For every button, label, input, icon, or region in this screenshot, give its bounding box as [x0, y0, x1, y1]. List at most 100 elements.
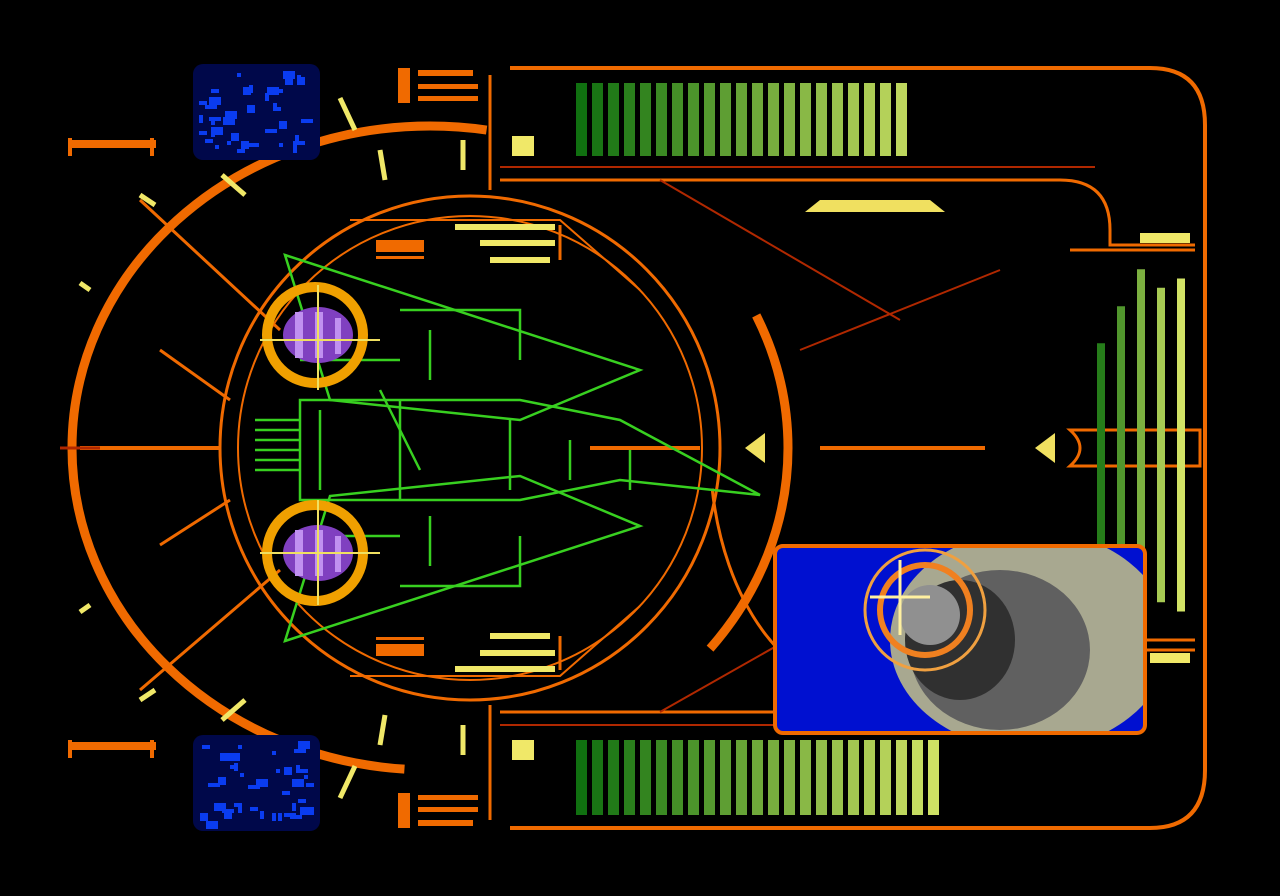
readout-glyph — [209, 117, 221, 121]
gauge-segment — [864, 83, 875, 156]
readout-glyph — [298, 799, 306, 803]
readout-glyph — [211, 117, 215, 125]
camera-viewport — [773, 544, 1147, 735]
gauge-segment — [864, 740, 875, 815]
gauge-segment — [896, 83, 907, 156]
thruster-glow-icon — [260, 282, 380, 606]
readout-glyph — [300, 807, 308, 815]
readout-glyph — [247, 143, 259, 147]
gauge-segment — [592, 740, 603, 815]
gauge-segment — [688, 83, 699, 156]
readout-glyph — [205, 139, 213, 143]
right-bottom-tick — [1150, 653, 1190, 663]
data-readout-panel-bottom — [193, 735, 320, 831]
gauge-segment — [768, 83, 779, 156]
yellow-ticks — [78, 96, 555, 800]
readout-glyph — [223, 117, 235, 125]
gauge-segment — [608, 740, 619, 815]
readout-glyph — [293, 141, 305, 145]
readout-glyph — [199, 131, 207, 135]
gauge-segment — [800, 740, 811, 815]
gauge-segment — [848, 83, 859, 156]
readout-glyph — [208, 783, 220, 787]
readout-glyph — [231, 133, 239, 141]
gauge-segment — [848, 740, 859, 815]
gauge-segment — [880, 83, 891, 156]
readout-glyph — [306, 807, 314, 815]
readout-glyph — [265, 93, 269, 101]
gauge-segment — [768, 740, 779, 815]
readout-glyph — [278, 813, 282, 821]
gauge-segment — [800, 83, 811, 156]
right-top-tick — [1140, 233, 1190, 243]
readout-glyph — [292, 803, 296, 811]
readout-glyph — [202, 745, 210, 749]
gauge-segment — [592, 83, 603, 156]
readout-glyph — [290, 815, 302, 819]
readout-glyph — [200, 813, 208, 821]
level-bar — [1177, 278, 1185, 612]
readout-glyph — [282, 791, 290, 795]
readout-glyph — [199, 115, 203, 123]
readout-glyph — [284, 767, 292, 775]
gauge-segment — [928, 740, 939, 815]
readout-glyph — [283, 71, 295, 79]
readout-glyph — [211, 127, 223, 135]
gauge-segment — [816, 740, 827, 815]
readout-glyph — [265, 129, 277, 133]
readout-glyph — [211, 89, 219, 93]
readout-glyph — [224, 811, 232, 819]
gauge-segment — [608, 83, 619, 156]
gauge-segment — [832, 740, 843, 815]
readout-glyph — [205, 105, 217, 109]
top-center-marker — [805, 200, 945, 212]
readout-glyph — [248, 785, 260, 789]
readout-glyph — [214, 803, 226, 811]
readout-glyph — [227, 141, 231, 145]
readout-glyph — [234, 763, 238, 771]
readout-glyph — [296, 769, 308, 773]
readout-glyph — [240, 773, 244, 777]
readout-glyph — [298, 741, 310, 749]
data-readout-panel-top — [193, 64, 320, 160]
gauge-segment — [720, 740, 731, 815]
readout-glyph — [294, 749, 306, 753]
readout-glyph — [218, 777, 226, 785]
bottom-energy-gauge — [576, 740, 939, 815]
gauge-segment — [704, 83, 715, 156]
readout-glyph — [209, 97, 221, 105]
gauge-segment — [816, 83, 827, 156]
readout-glyph — [271, 89, 283, 93]
gauge-segment — [784, 83, 795, 156]
readout-glyph — [199, 101, 207, 105]
readout-glyph — [279, 143, 283, 147]
indicator-square-bottom — [512, 740, 534, 760]
readout-glyph — [211, 133, 215, 137]
readout-glyph — [234, 803, 242, 807]
level-bar — [1157, 287, 1165, 603]
readout-glyph — [279, 121, 287, 129]
readout-glyph — [272, 751, 276, 755]
gauge-segment — [880, 740, 891, 815]
readout-glyph — [306, 783, 314, 787]
arrow-left-marker-icon — [745, 433, 765, 463]
gauge-segment — [784, 740, 795, 815]
gauge-segment — [752, 740, 763, 815]
readout-glyph — [237, 73, 241, 77]
readout-glyph — [276, 769, 280, 773]
gauge-segment — [704, 740, 715, 815]
arrow-left-marker-icon-2 — [1035, 433, 1055, 463]
readout-glyph — [243, 87, 251, 95]
gauge-segment — [688, 740, 699, 815]
readout-glyph — [232, 753, 240, 761]
readout-glyph — [220, 753, 232, 761]
readout-glyph — [301, 119, 313, 123]
gauge-segment — [576, 83, 587, 156]
gauge-segment — [720, 83, 731, 156]
gauge-segment — [896, 740, 907, 815]
readout-glyph — [273, 107, 281, 111]
readout-glyph — [215, 145, 219, 149]
gauge-segment — [736, 83, 747, 156]
glyph-labels — [68, 68, 478, 828]
